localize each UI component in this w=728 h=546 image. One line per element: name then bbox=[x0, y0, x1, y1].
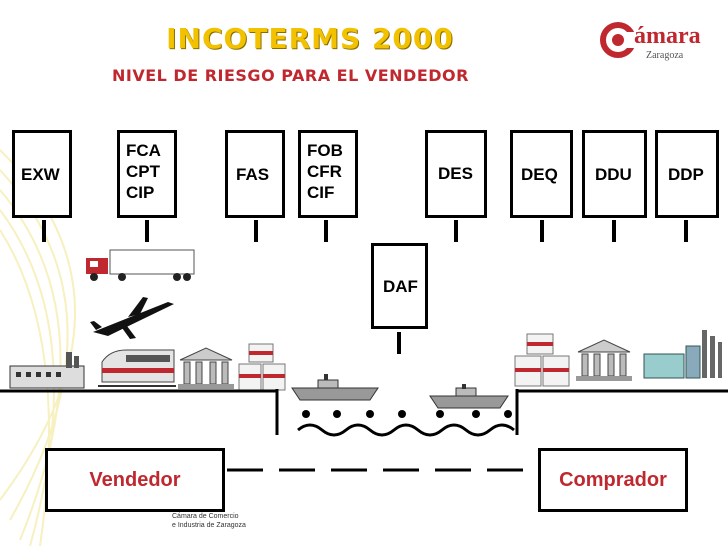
logo-text: ámara bbox=[634, 23, 701, 49]
footer-line-2: e Industria de Zaragoza bbox=[172, 522, 246, 529]
term-box-exw: EXW bbox=[12, 130, 72, 218]
dock-lines bbox=[0, 389, 728, 435]
tick-deq bbox=[540, 220, 544, 242]
term-label-fca: FCA bbox=[126, 141, 161, 160]
tick-fas bbox=[254, 220, 258, 242]
seller-box: Vendedor bbox=[45, 448, 225, 512]
airplane-icon bbox=[90, 297, 174, 339]
tick-des bbox=[454, 220, 458, 242]
term-label-cip: CIP bbox=[126, 183, 155, 202]
bank-building-icon-right bbox=[576, 339, 632, 381]
footer-credit: Cámara de Comercio e Industria de Zarago… bbox=[172, 512, 246, 530]
containers-icon-right bbox=[514, 333, 570, 387]
term-box-des: DES bbox=[425, 130, 487, 218]
term-box-ddp: DDP bbox=[655, 130, 719, 218]
term-box-deq: DEQ bbox=[510, 130, 573, 218]
term-label-ddp: DDP bbox=[668, 164, 704, 184]
term-label-fas: FAS bbox=[236, 164, 270, 184]
dashed-connector bbox=[227, 468, 525, 472]
term-box-ddu: DDU bbox=[582, 130, 647, 218]
term-label-ddu: DDU bbox=[595, 164, 632, 184]
term-label-daf: DAF bbox=[383, 276, 418, 296]
tick-exw bbox=[42, 220, 46, 242]
term-label-cfr: CFR bbox=[307, 162, 342, 181]
factory-icon bbox=[9, 352, 85, 389]
term-label-des: DES bbox=[438, 164, 473, 183]
term-box-fas: FAS bbox=[225, 130, 285, 218]
term-label-exw: EXW bbox=[21, 164, 60, 184]
tick-fca bbox=[145, 220, 149, 242]
bank-building-icon bbox=[178, 347, 234, 389]
footer-line-1: Cámara de Comercio bbox=[172, 513, 239, 520]
term-box-fca: FCA CPT CIP bbox=[117, 130, 177, 218]
train-icon bbox=[98, 349, 176, 387]
buyer-box: Comprador bbox=[538, 448, 688, 512]
term-label-deq: DEQ bbox=[521, 164, 558, 184]
term-label-fob: FOB bbox=[307, 141, 343, 160]
industrial-plant-icon bbox=[643, 330, 722, 379]
tick-fob bbox=[324, 220, 328, 242]
logo-subtext: Zaragoza bbox=[646, 50, 684, 61]
buyer-label: Comprador bbox=[559, 468, 667, 491]
seller-label: Vendedor bbox=[89, 468, 181, 491]
ship-icon-left bbox=[291, 374, 379, 401]
term-box-fob: FOB CFR CIF bbox=[298, 130, 358, 218]
term-box-daf: DAF bbox=[371, 243, 428, 329]
ship-icon-right bbox=[429, 384, 509, 409]
tick-ddu bbox=[612, 220, 616, 242]
camara-logo-icon bbox=[600, 22, 638, 58]
page-subtitle: NIVEL DE RIESGO PARA EL VENDEDOR bbox=[112, 66, 469, 85]
tick-ddp bbox=[684, 220, 688, 242]
term-label-cif: CIF bbox=[307, 183, 335, 202]
page-title: INCOTERMS 2000 bbox=[166, 22, 454, 55]
truck-icon bbox=[86, 249, 195, 281]
term-label-cpt: CPT bbox=[126, 162, 160, 181]
sea-waves bbox=[297, 410, 515, 437]
tick-daf bbox=[397, 332, 401, 354]
